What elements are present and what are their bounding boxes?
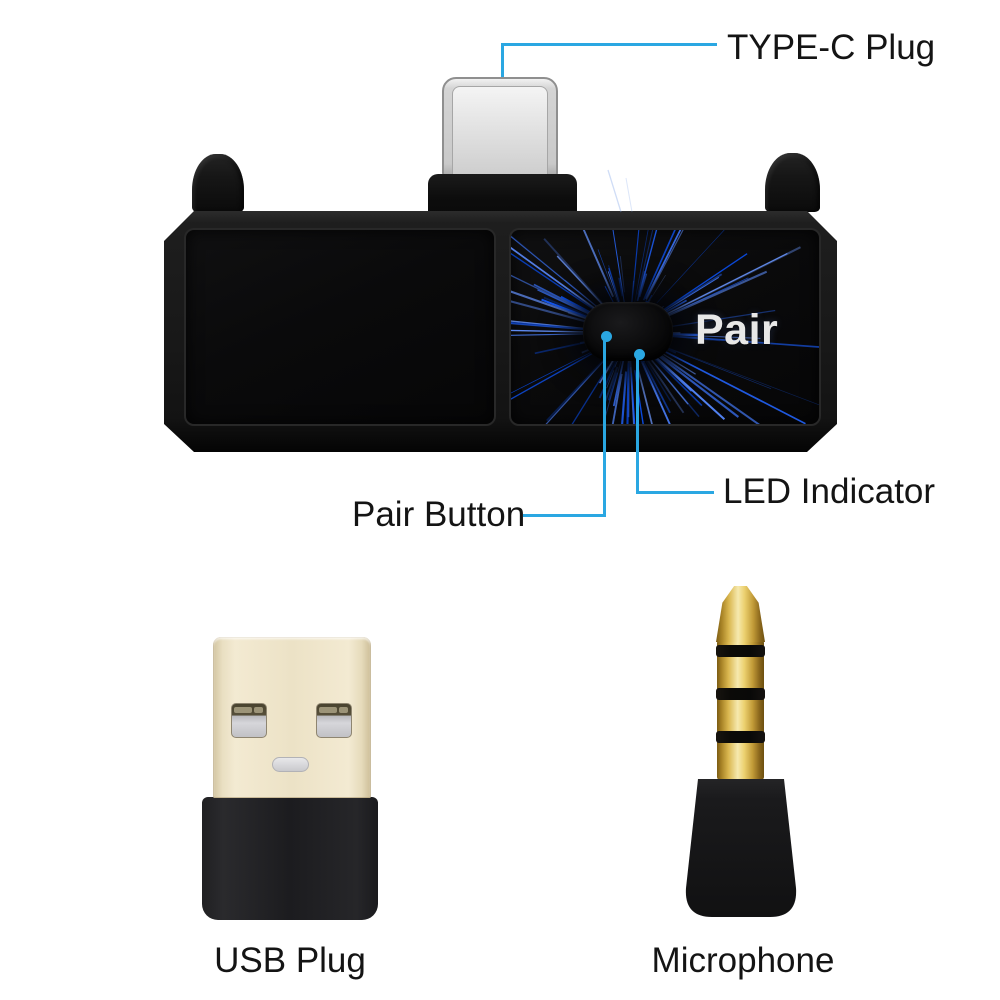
usb-plug-connector xyxy=(213,637,371,798)
right-strap-nub xyxy=(765,153,820,212)
microphone-caption: Microphone xyxy=(651,941,835,980)
pair-callout-line-horizontal xyxy=(523,514,606,517)
pair-button xyxy=(583,302,673,361)
dongle-body: Pair xyxy=(164,211,837,452)
led-indicator-label: LED Indicator xyxy=(723,472,936,511)
led-callout-line-vertical xyxy=(636,354,639,493)
typec-plug-label: TYPE-C Plug xyxy=(727,28,936,67)
dongle-right-panel: Pair xyxy=(509,228,821,426)
jack-ring-1 xyxy=(716,645,765,657)
pair-button-text: Pair xyxy=(695,306,779,354)
jack-ring-3 xyxy=(716,731,765,743)
usb-center-slot xyxy=(272,757,309,772)
typec-callout-line-horizontal xyxy=(502,43,717,46)
usb-contact-hole-right xyxy=(316,703,352,738)
microphone-jack-tip xyxy=(716,586,765,642)
pair-button-label: Pair Button xyxy=(352,495,526,534)
typec-connector-base xyxy=(428,174,577,214)
typec-connector xyxy=(442,77,558,177)
microphone-body xyxy=(685,779,797,917)
typec-callout-line-vertical xyxy=(501,43,504,108)
jack-ring-2 xyxy=(716,688,765,700)
led-callout-dot xyxy=(634,349,645,360)
usb-contact-hole-left xyxy=(231,703,267,738)
typec-connector-inner xyxy=(452,86,548,175)
pair-callout-dot xyxy=(601,331,612,342)
left-strap-nub xyxy=(192,154,244,212)
usb-plug-body xyxy=(202,797,378,920)
pair-callout-line-vertical xyxy=(603,336,606,515)
microphone-jack-barrel xyxy=(716,640,765,780)
stray-light-rays xyxy=(607,169,633,213)
dongle-left-panel xyxy=(184,228,496,426)
led-callout-line-horizontal xyxy=(636,491,714,494)
usb-plug-caption: USB Plug xyxy=(214,941,366,980)
